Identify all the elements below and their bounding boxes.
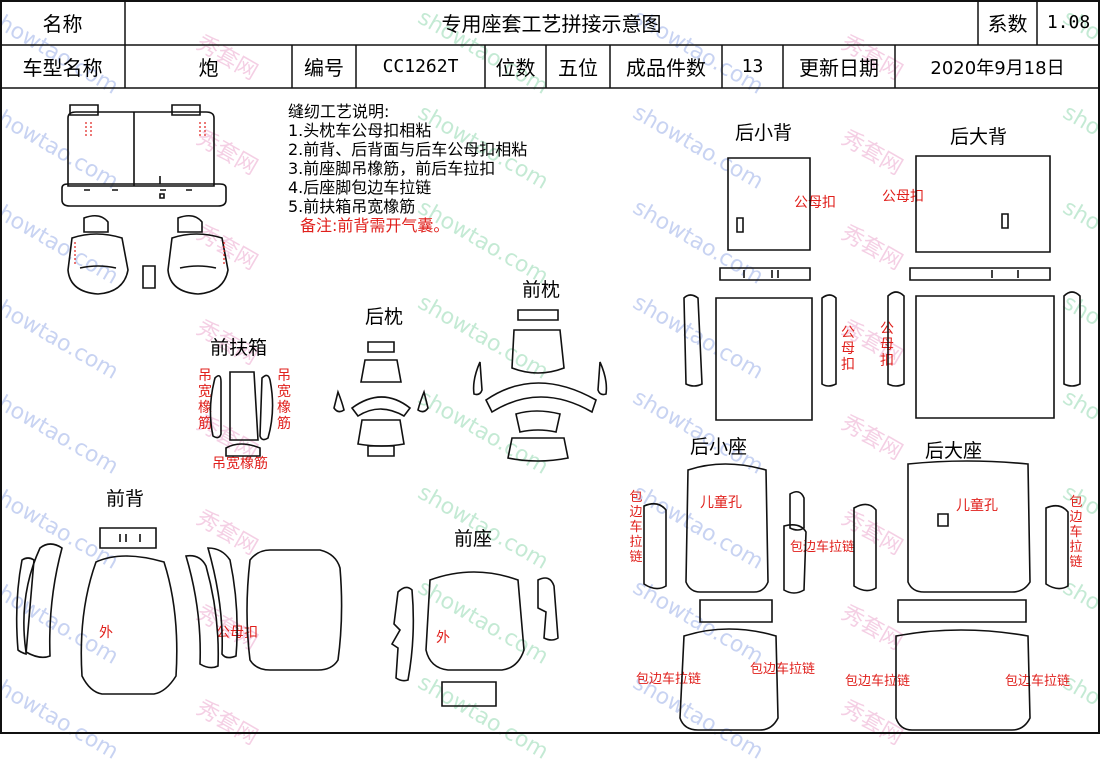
- model-label: 车型名称: [22, 56, 103, 80]
- section-front-pillow: 前枕: [522, 279, 561, 301]
- code-label: 编号: [304, 56, 344, 80]
- label-hang-elastic-right: 吊宽橡筋: [277, 368, 291, 432]
- note-item-2: 2.前背、后背面与后车公母扣相粘: [288, 140, 528, 159]
- section-front-seat: 前座: [454, 528, 493, 550]
- label-outer-front-back: 外: [99, 625, 113, 641]
- rear-pillow-pieces: [333, 341, 429, 457]
- section-rear-small-back: 后小背: [735, 122, 793, 144]
- coef-value: 1.08: [1046, 12, 1091, 33]
- overview-rear-bench: [61, 104, 227, 207]
- label-snap-rear-big-back: 公母扣: [882, 189, 924, 205]
- label-zipper-bottom-4: 包边车拉链: [1005, 674, 1071, 689]
- rear-big-seat-pieces: [853, 460, 1069, 731]
- label-zipper-bottom-3: 包边车拉链: [845, 674, 911, 689]
- name-label: 名称: [42, 12, 83, 36]
- seats-label: 位数: [495, 56, 536, 80]
- pieces-label: 成品件数: [626, 56, 706, 80]
- label-snap-vertical-left: 公母扣: [841, 325, 855, 373]
- date-value: 2020年9月18日: [930, 57, 1065, 79]
- label-hang-elastic-bottom: 吊宽橡筋: [212, 456, 268, 472]
- section-rear-pillow: 后枕: [365, 306, 404, 328]
- label-snap-rear-small-back: 公母扣: [794, 195, 836, 211]
- label-child-hole-small: 儿童孔: [700, 495, 742, 511]
- label-hang-elastic-left: 吊宽橡筋: [198, 368, 212, 432]
- model-value: 炮: [198, 56, 219, 80]
- section-front-armrest: 前扶箱: [210, 337, 268, 359]
- label-zipper-bottom-1: 包边车拉链: [636, 672, 702, 687]
- overview-front-seats: [67, 214, 229, 295]
- rear-small-seat-pieces: [643, 463, 807, 731]
- label-child-hole-big: 儿童孔: [956, 498, 998, 514]
- note-item-1: 1.头枕车公母扣相粘: [288, 121, 432, 140]
- pattern-drawing: [15, 104, 1081, 731]
- date-label: 更新日期: [799, 56, 879, 80]
- label-zipper-vertical-left: 包边车拉链: [629, 490, 643, 565]
- label-outer-front-seat: 外: [436, 630, 450, 646]
- notes-title: 缝纫工艺说明:: [288, 102, 390, 121]
- header-grid: [0, 0, 1100, 734]
- coef-label: 系数: [987, 12, 1028, 36]
- notes-remark: 备注:前背需开气囊。: [300, 216, 450, 235]
- page-title: 专用座套工艺拼接示意图: [441, 12, 662, 36]
- pieces-value: 13: [741, 56, 764, 77]
- front-seat-pieces: [390, 571, 559, 707]
- code-value: CC1262T: [382, 56, 459, 77]
- label-snap-vertical-right: 公母扣: [880, 321, 894, 369]
- label-zipper-vertical-right: 包边车拉链: [1069, 495, 1083, 570]
- section-front-back: 前背: [106, 488, 145, 510]
- section-rear-big-back: 后大背: [950, 126, 1008, 148]
- front-armrest-pieces: [209, 371, 274, 457]
- seats-value: 五位: [558, 56, 598, 80]
- front-back-pieces: [15, 527, 343, 695]
- rear-big-back-pieces: [887, 155, 1081, 419]
- note-item-3: 3.前座脚吊橡筋，前后车拉扣: [288, 159, 496, 178]
- note-item-5: 5.前扶箱吊宽橡筋: [288, 197, 416, 216]
- note-item-4: 4.后座脚包边车拉链: [288, 178, 432, 197]
- rear-small-back-pieces: [683, 157, 837, 421]
- section-rear-big-seat: 后大座: [925, 440, 983, 462]
- label-zipper-bottom-2: 包边车拉链: [750, 662, 816, 677]
- front-pillow-pieces: [472, 309, 608, 462]
- section-rear-small-seat: 后小座: [690, 436, 748, 458]
